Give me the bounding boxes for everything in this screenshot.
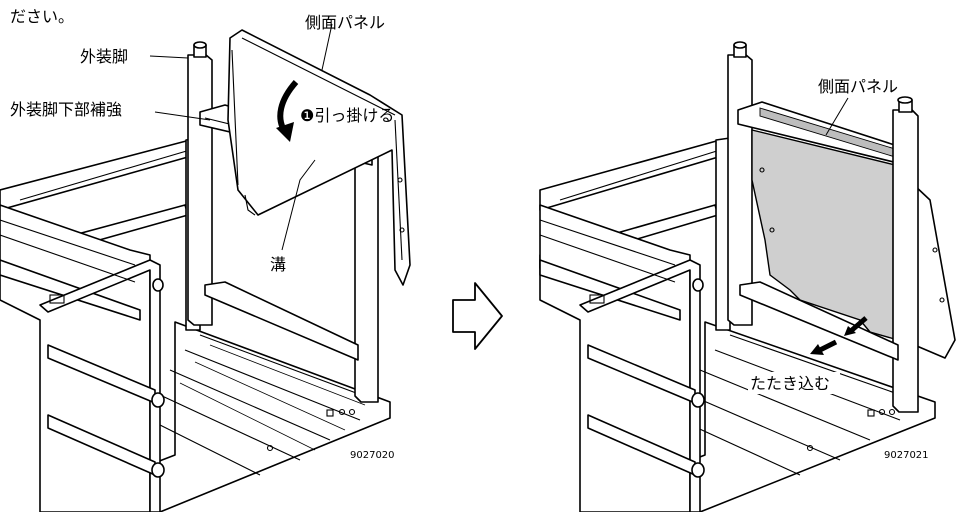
left-front-top-lines <box>0 219 136 283</box>
right-tap-arrow-2-head <box>810 344 824 355</box>
figure-code-right: 9027021 <box>884 450 929 461</box>
left-back-top-rail <box>0 139 196 211</box>
right-back-post <box>715 137 731 331</box>
right-roller-3 <box>692 278 704 292</box>
label-side-panel-right: 側面パネル <box>818 77 898 96</box>
left-outer-leg-b <box>354 129 379 403</box>
right-floor-hole-3 <box>888 408 896 416</box>
right-figure: 側面パネル たたき込む 9027021 <box>539 41 956 512</box>
right-tap-label-bg <box>748 372 840 394</box>
right-roller-2 <box>691 462 705 478</box>
right-front-top-lines <box>539 219 676 283</box>
left-floor-rails-inner <box>179 344 366 451</box>
left-leader-outer-leg <box>149 55 189 59</box>
hollow-right-arrow-icon <box>452 282 503 350</box>
left-panel-top-edge <box>241 37 396 116</box>
right-tap-arrow-2 <box>818 339 838 353</box>
left-floor-slot <box>326 409 334 417</box>
right-back-top-rail <box>539 139 726 211</box>
left-back-top-rail-line <box>19 149 191 201</box>
left-floor-hole <box>266 444 274 452</box>
label-outer-leg: 外装脚 <box>80 47 128 66</box>
left-panel-hole-2 <box>399 227 405 233</box>
right-panel-hole <box>759 167 765 173</box>
left-base-frame <box>109 321 391 512</box>
left-front-post <box>39 259 161 512</box>
label-outer-leg-lower-reinforcement: 外装脚下部補強 <box>10 100 122 119</box>
left-figure: 側面パネル 外装脚 外装脚下部補強 ❶引っ掛ける 溝 9027020 <box>0 13 411 512</box>
left-outer-leg-a-top <box>193 41 207 49</box>
left-roller-2 <box>151 462 165 478</box>
left-floor-hole-3 <box>348 408 356 416</box>
left-panel-right-edge <box>394 119 403 261</box>
left-roller-3 <box>152 278 164 292</box>
label-groove: 溝 <box>270 255 286 274</box>
left-roller-1 <box>151 392 165 408</box>
right-tap-arrow-1 <box>850 316 868 332</box>
left-panel-left-edge <box>231 49 256 216</box>
right-front-post <box>579 259 701 512</box>
left-side-panel <box>227 29 411 286</box>
left-front-slot <box>49 294 65 304</box>
right-floor-hole <box>806 444 814 452</box>
right-flange-hole-2 <box>939 297 945 303</box>
left-leader-reinforcement <box>154 111 211 121</box>
right-outer-leg-b-top <box>897 96 913 104</box>
left-leader-side-panel <box>321 23 333 71</box>
right-panel-hole-2 <box>769 227 775 233</box>
right-bottom-beam <box>739 281 899 361</box>
right-outer-leg-a-top <box>733 41 747 49</box>
right-flange-hole <box>932 247 938 253</box>
label-tap-in: たたき込む <box>750 374 830 393</box>
right-front-slot <box>589 294 605 304</box>
left-leader-groove <box>281 159 316 251</box>
left-panel-hole <box>397 177 403 183</box>
figure-code-left: 9027020 <box>350 450 395 461</box>
right-floor-hole-2 <box>878 408 886 416</box>
label-side-panel-left: 側面パネル <box>305 13 385 32</box>
right-back-top-rail-line <box>559 149 721 201</box>
left-hook-arrow-head <box>276 122 294 142</box>
right-floor-slot <box>867 409 875 417</box>
right-tap-arrow-1-head <box>844 326 856 336</box>
left-bottom-beam <box>204 281 359 361</box>
top-cropped-text: ださい。 <box>10 7 74 26</box>
left-floor-rails <box>149 334 376 476</box>
right-leader-side-panel <box>825 97 849 136</box>
right-roller-1 <box>691 392 705 408</box>
label-step-hook: ❶引っ掛ける <box>300 106 394 125</box>
right-outer-leg-b <box>892 109 919 413</box>
left-floor-hole-2 <box>338 408 346 416</box>
